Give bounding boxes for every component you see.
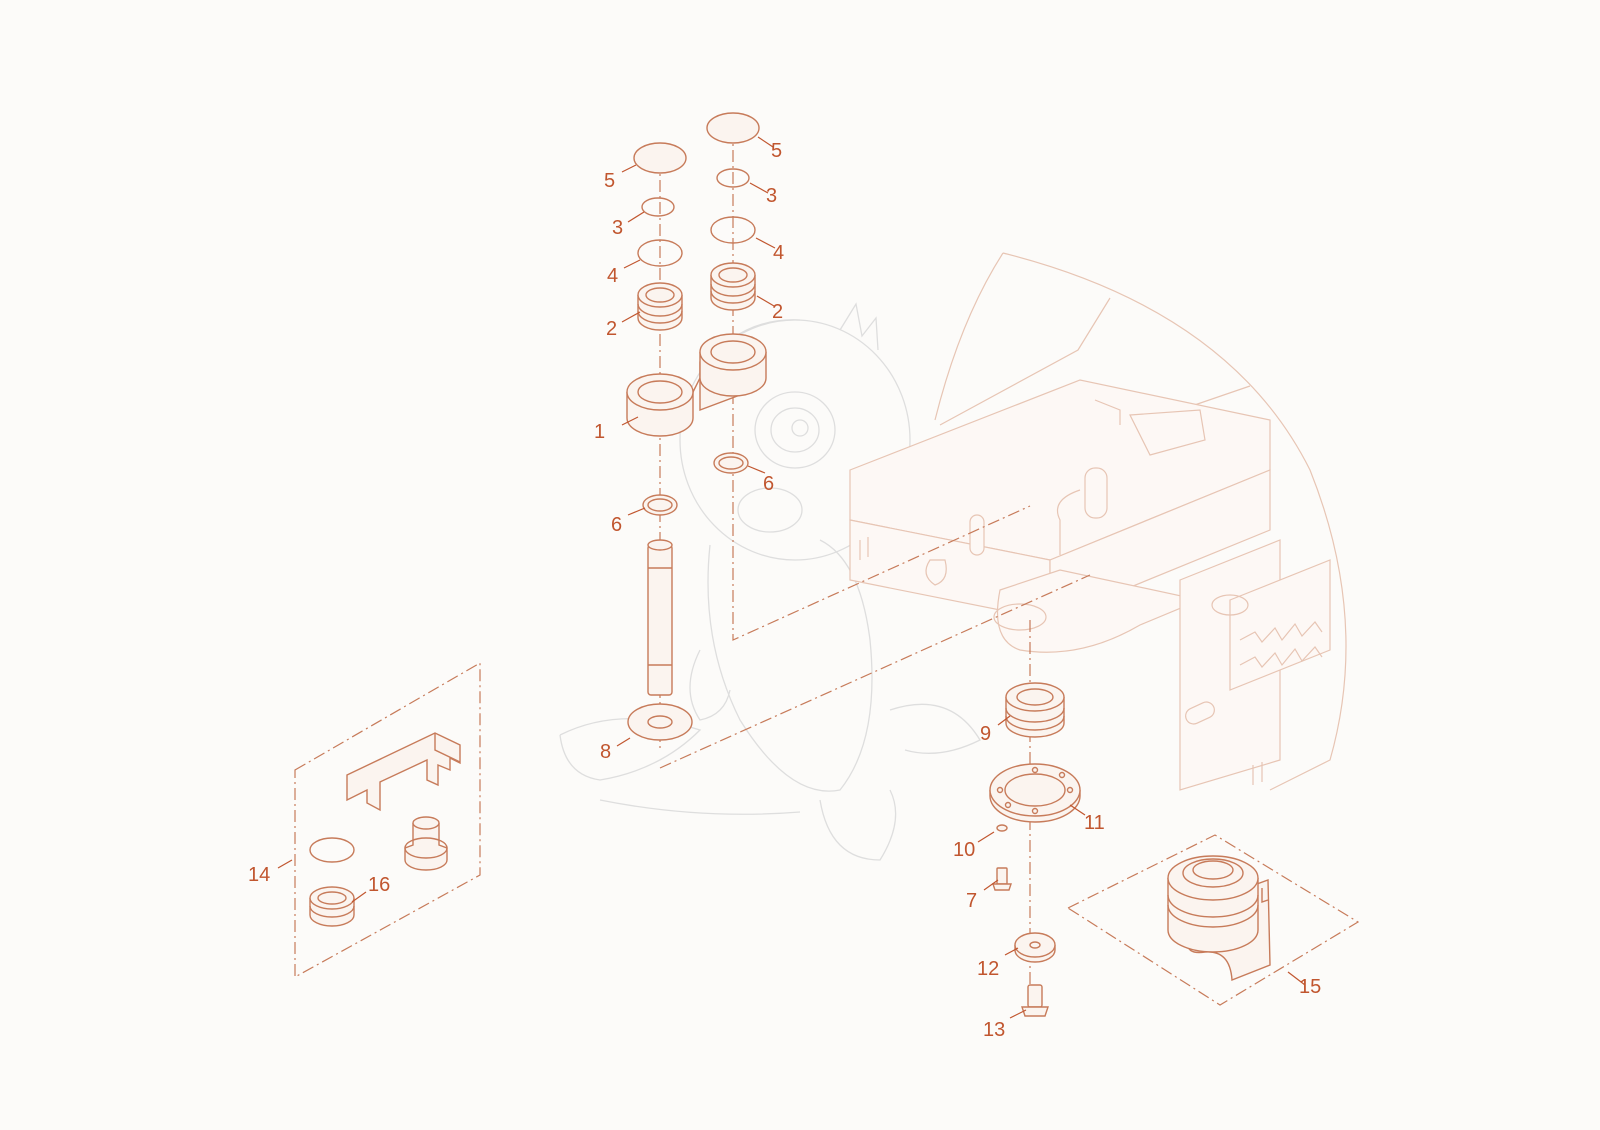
callout-2-left: 2	[606, 318, 617, 340]
callout-11: 11	[1084, 812, 1105, 834]
callout-labels: 1 2 2 3 3 4 4 5 5 6 6 7 8 9 10 11 12 13 …	[248, 140, 1321, 1041]
callout-9: 9	[980, 723, 991, 745]
right-stack	[706, 112, 1031, 641]
snap-ring-large-right	[710, 216, 756, 244]
bushing-right	[710, 262, 756, 311]
bushing-left	[637, 282, 683, 331]
projection-line-1	[659, 574, 1091, 769]
bearing-9	[1005, 682, 1065, 738]
flange-11	[989, 763, 1081, 823]
bolt-7	[992, 867, 1012, 891]
callout-3-right: 3	[766, 185, 777, 207]
callout-4-left: 4	[607, 265, 618, 287]
callout-4-right: 4	[773, 242, 784, 264]
bracket	[346, 732, 461, 812]
callout-6-right: 6	[763, 473, 774, 495]
washer-12	[1014, 932, 1056, 963]
callout-5-right: 5	[771, 140, 782, 162]
snap-ring-kit	[309, 837, 355, 863]
kit-14	[294, 661, 481, 979]
pin-shaft	[647, 539, 673, 696]
left-stack	[627, 142, 693, 750]
callout-14: 14	[248, 864, 270, 886]
bolt-13	[1021, 984, 1049, 1017]
frame-assembly	[849, 252, 1347, 791]
callout-6-left: 6	[611, 514, 622, 536]
watermark-dragon	[559, 302, 981, 861]
callout-8: 8	[600, 741, 611, 763]
callout-15: 15	[1299, 976, 1321, 998]
callout-7: 7	[966, 890, 977, 912]
link-arm	[626, 333, 767, 437]
washer-10	[996, 824, 1008, 832]
washer-8	[627, 703, 693, 741]
callout-5-left: 5	[604, 170, 615, 192]
snap-ring-large-left	[637, 239, 683, 267]
cap-left	[633, 142, 687, 174]
bearing-housing	[1167, 855, 1259, 953]
cap-right	[706, 112, 760, 144]
leader-lines	[277, 136, 1306, 1019]
snap-ring-small-left	[641, 197, 675, 217]
callout-12: 12	[977, 958, 999, 980]
plug	[404, 816, 448, 871]
callout-16: 16	[368, 874, 390, 896]
callout-10: 10	[953, 839, 975, 861]
center-stack	[989, 682, 1081, 1017]
kit-15	[1066, 834, 1360, 1006]
callout-1: 1	[594, 421, 605, 443]
callout-3-left: 3	[612, 217, 623, 239]
callout-2-right: 2	[772, 301, 783, 323]
snap-ring-small-right	[716, 168, 750, 188]
bushing-16	[309, 886, 355, 927]
callout-13: 13	[983, 1019, 1005, 1041]
